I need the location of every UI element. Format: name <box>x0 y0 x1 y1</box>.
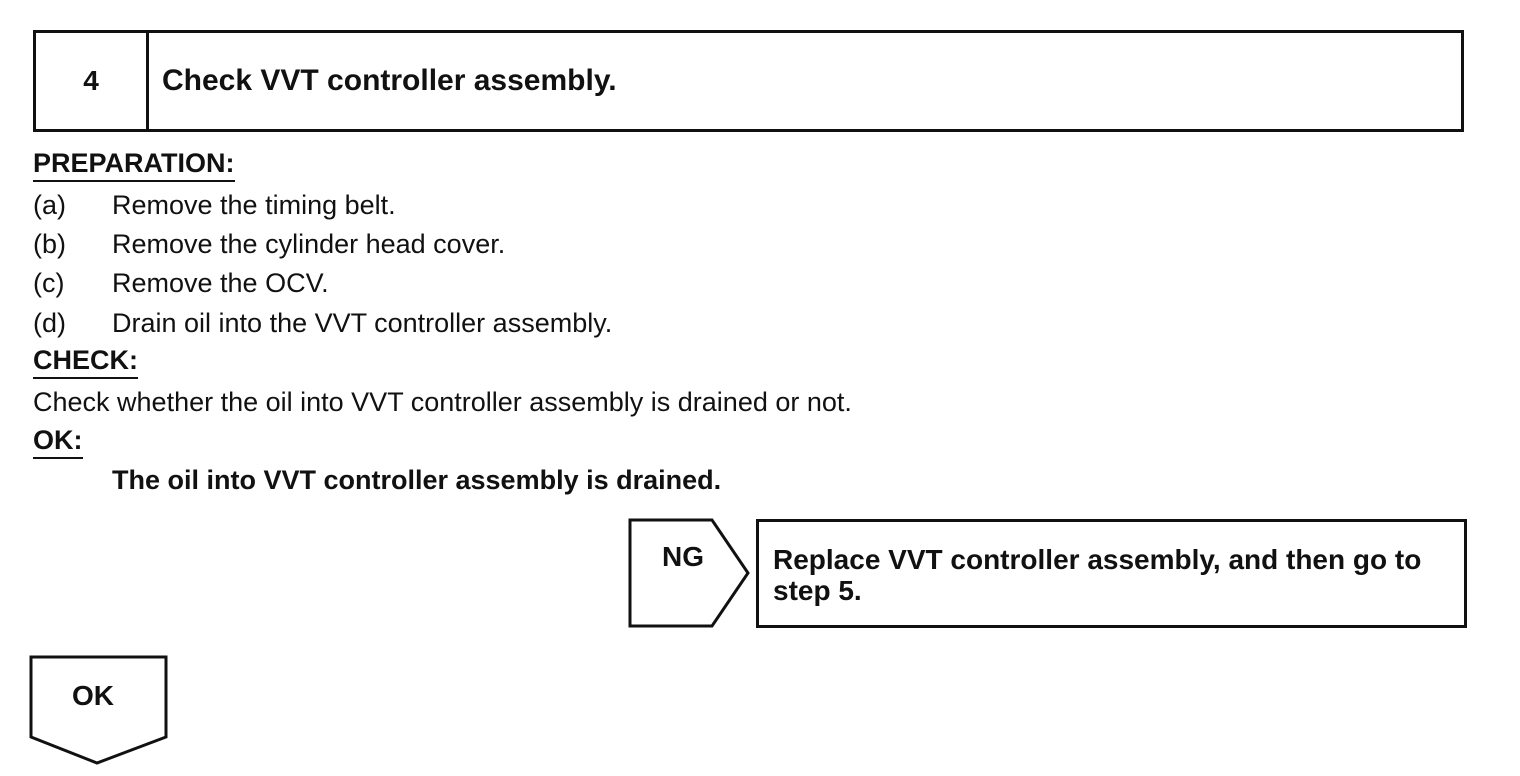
prep-item-b-text: Remove the cylinder head cover. <box>112 229 506 259</box>
check-heading: CHECK: <box>33 345 138 379</box>
preparation-heading: PREPARATION: <box>33 148 235 182</box>
prep-item-d-marker: (d) <box>33 308 66 338</box>
check-text: Check whether the oil into VVT controlle… <box>33 387 852 417</box>
ng-label: NG <box>662 541 704 572</box>
ng-result-text: Replace VVT controller assembly, and the… <box>773 544 1422 606</box>
prep-item-a-text: Remove the timing belt. <box>112 190 396 220</box>
ng-arrow-shape <box>628 518 750 628</box>
step-header-box: 4 Check VVT controller assembly. <box>33 30 1464 132</box>
ok-branch-label: OK <box>72 680 114 711</box>
ok-arrow-shape <box>29 655 168 765</box>
prep-item-b-marker: (b) <box>33 229 66 259</box>
prep-item-d-text: Drain oil into the VVT controller assemb… <box>112 308 613 338</box>
prep-item-c-marker: (c) <box>33 268 65 298</box>
prep-item-c-text: Remove the OCV. <box>112 268 329 298</box>
ok-criteria-text: The oil into VVT controller assembly is … <box>112 465 722 495</box>
prep-item-a-marker: (a) <box>33 190 66 220</box>
step-title: Check VVT controller assembly. <box>162 64 617 97</box>
step-number: 4 <box>36 33 149 129</box>
ok-heading: OK: <box>33 425 83 459</box>
ng-result-box: Replace VVT controller assembly, and the… <box>756 519 1467 628</box>
